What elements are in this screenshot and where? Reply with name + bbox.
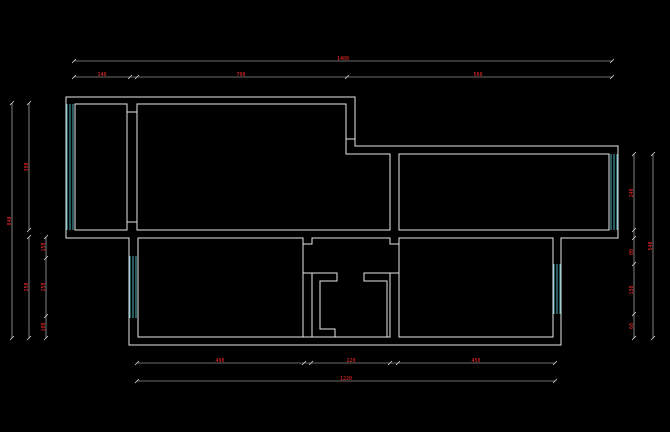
room-bathroom bbox=[312, 272, 397, 338]
dim-bottom-seg-1: 490 bbox=[215, 358, 224, 364]
room-top-middle bbox=[136, 103, 391, 231]
window-right-top bbox=[610, 154, 618, 230]
dim-top-seg-3: 560 bbox=[473, 72, 482, 78]
window-right-bottom bbox=[553, 264, 561, 314]
dim-bottom-seg-3: 450 bbox=[471, 358, 480, 364]
dim-top-overall: 1400 bbox=[337, 56, 349, 62]
room-bottom-left bbox=[138, 237, 554, 338]
dim-right-seg-1: 240 bbox=[629, 188, 635, 197]
walls bbox=[65, 96, 619, 346]
dimension-lines bbox=[9, 58, 656, 384]
outer-wall-outline bbox=[65, 96, 619, 346]
window-left-bottom bbox=[129, 256, 137, 318]
room-top-right bbox=[398, 153, 610, 231]
dim-bottom-overall: 1220 bbox=[340, 376, 352, 382]
room-top-left bbox=[74, 103, 128, 231]
windows bbox=[66, 104, 618, 318]
dim-bottom-seg-2: 220 bbox=[346, 358, 355, 364]
dim-right-overall: 540 bbox=[648, 241, 654, 250]
dim-top-seg-1: 140 bbox=[97, 72, 106, 78]
room-bottom-left-box bbox=[137, 237, 304, 338]
dim-left-lower-3: 100 bbox=[41, 322, 47, 331]
dim-left-lower-1: 150 bbox=[41, 242, 47, 251]
dim-right-seg-3: 150 bbox=[629, 285, 635, 294]
dim-left-lower-inner: 250 bbox=[24, 282, 30, 291]
dim-top-seg-2: 700 bbox=[236, 72, 245, 78]
dimension-labels: 1400 140 700 560 490 220 450 1220 840 38… bbox=[7, 56, 654, 382]
dim-right-seg-2: 80 bbox=[629, 249, 635, 255]
room-bottom-right-box bbox=[398, 237, 554, 338]
dim-left-overall: 840 bbox=[7, 216, 13, 225]
bathroom-inner bbox=[311, 273, 391, 337]
window-left-top bbox=[66, 104, 74, 230]
dim-right-seg-4: 60 bbox=[629, 323, 635, 329]
dim-left-lower-2: 250 bbox=[41, 282, 47, 291]
dim-left-upper: 380 bbox=[24, 162, 30, 171]
